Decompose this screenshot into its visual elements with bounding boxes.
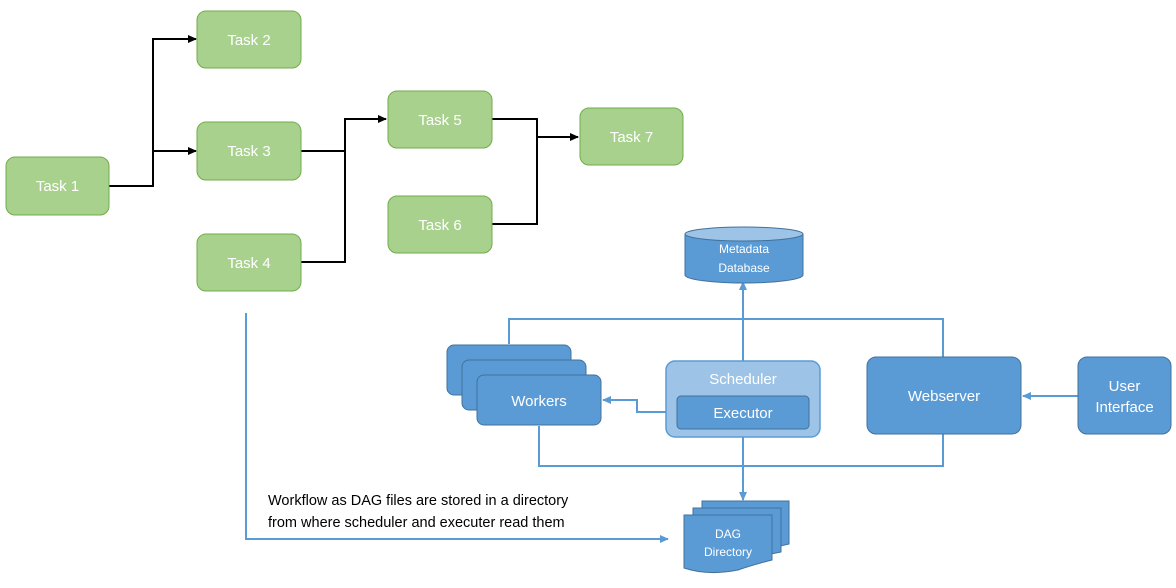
user-interface-box: User Interface <box>1077 356 1172 435</box>
task-label-7: Task 7 <box>610 129 653 146</box>
scheduler-box: Scheduler Executor <box>665 360 821 438</box>
note-line-1: Workflow as DAG files are stored in a di… <box>268 493 569 509</box>
task-label-2: Task 2 <box>227 32 270 49</box>
edge-task5-task7 <box>492 118 579 141</box>
task-label-3: Task 3 <box>227 143 270 160</box>
task-label-4: Task 4 <box>227 255 270 272</box>
workflow-note: Workflow as DAG files are stored in a di… <box>268 493 569 531</box>
dag-directory-label-line2: Directory <box>704 545 752 559</box>
edge-bottom-bus <box>538 426 944 467</box>
executor-label: Executor <box>713 405 772 422</box>
task-node-6: Task 6 <box>387 195 493 254</box>
dag-connectors <box>109 35 579 263</box>
metadata-db-label-line2: Database <box>718 261 770 275</box>
task-node-7: Task 7 <box>579 107 684 166</box>
edge-task4-task5 <box>301 151 346 263</box>
dag-directory-label-line1: DAG <box>715 527 741 541</box>
dag-directory: DAG Directory <box>683 500 790 574</box>
architecture-connectors <box>245 281 1078 543</box>
task-node-3: Task 3 <box>196 121 302 181</box>
edge-task3-task5 <box>301 115 387 152</box>
task-node-5: Task 5 <box>387 90 493 149</box>
scheduler-label: Scheduler <box>709 371 777 388</box>
note-line-2: from where scheduler and executer read t… <box>268 515 565 531</box>
task-label-5: Task 5 <box>418 112 461 129</box>
task-node-2: Task 2 <box>196 10 302 69</box>
webserver-label: Webserver <box>908 388 980 405</box>
workers-stack: Workers <box>446 344 602 426</box>
edge-top-bus <box>508 318 944 357</box>
task-label-1: Task 1 <box>36 178 79 195</box>
metadata-db-label-line1: Metadata <box>719 242 769 256</box>
workers-label: Workers <box>511 393 567 410</box>
user-interface-label-line2: Interface <box>1095 399 1153 416</box>
webserver-box: Webserver <box>866 356 1022 435</box>
edge-task6-task7 <box>492 137 538 225</box>
task-node-4: Task 4 <box>196 233 302 292</box>
metadata-database: Metadata Database <box>684 226 804 284</box>
edge-executor-workers <box>602 396 677 413</box>
edge-task1-task2 <box>109 35 197 187</box>
task-label-6: Task 6 <box>418 217 461 234</box>
task-node-1: Task 1 <box>5 156 110 216</box>
edge-task1-task3 <box>152 147 197 186</box>
edge-task4-dag-directory <box>245 313 669 543</box>
user-interface-label-line1: User <box>1109 378 1141 395</box>
